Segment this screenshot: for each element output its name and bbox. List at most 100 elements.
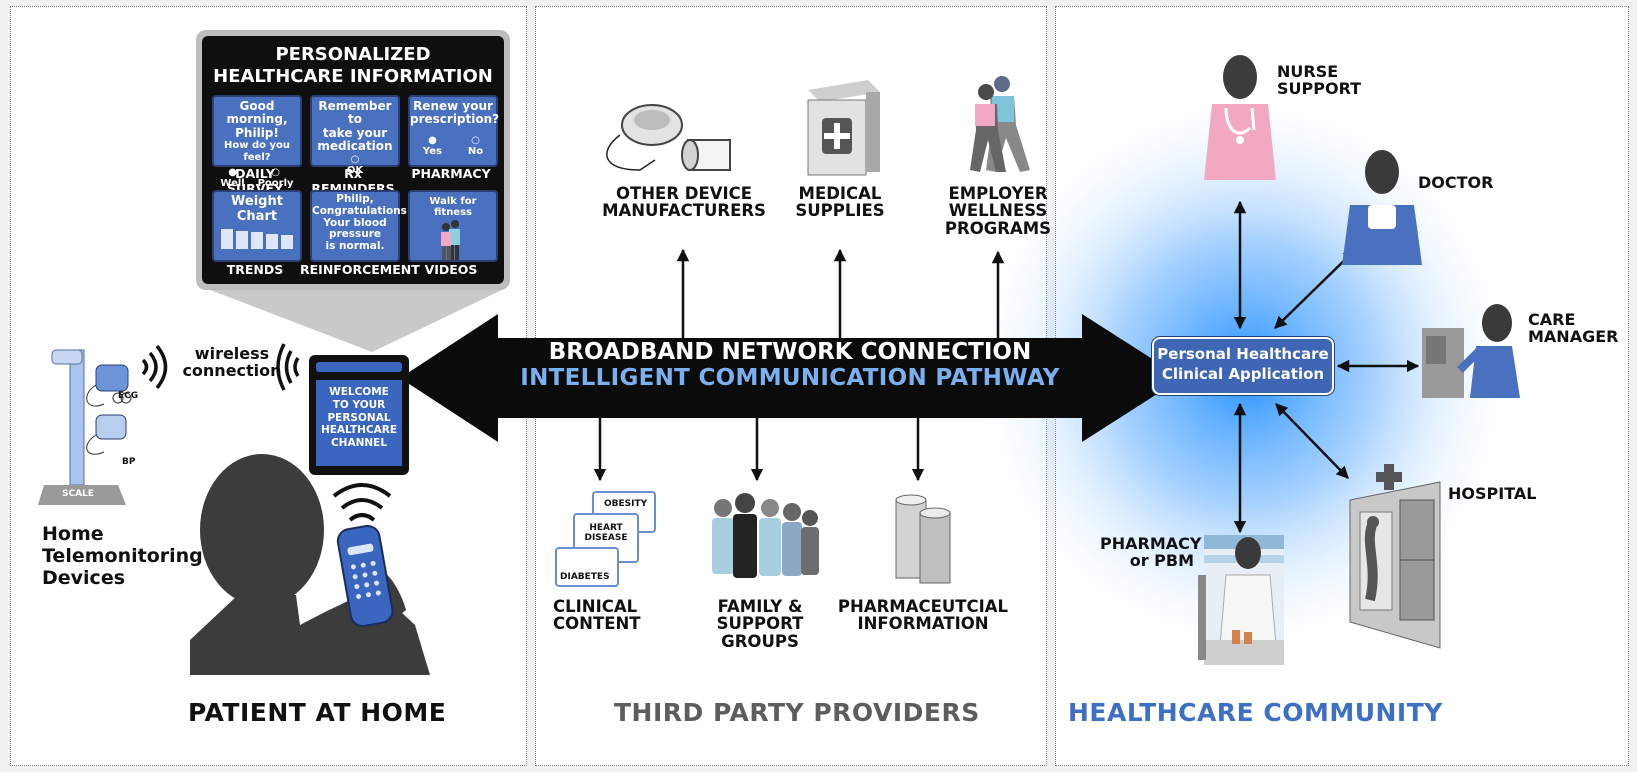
label-nurse-support: NURSE SUPPORT: [1277, 62, 1362, 98]
patient-silhouette: [190, 454, 430, 675]
option-well[interactable]: ●Well: [220, 166, 245, 189]
home-devices-illustration: [38, 349, 132, 505]
label-employer-wellness: EMPLOYER WELLNESS PROGRAMS: [930, 184, 1066, 238]
wireless-label-line1: wireless: [194, 344, 270, 363]
card-text: Chart: [236, 208, 278, 224]
care-manager-figure-icon: [1422, 304, 1520, 398]
card-pharmacy[interactable]: Renew your prescription? ●Yes ○No: [408, 95, 499, 167]
remote-control: [336, 524, 394, 627]
device-screen-line: HEALTHCARE: [320, 424, 398, 437]
card-text: Remember to: [318, 99, 392, 127]
label-family-support: FAMILY & SUPPORT GROUPS: [700, 597, 820, 651]
card-videos[interactable]: Walk for fitness: [408, 190, 498, 262]
device-screen-text: WELCOME TO YOUR PERSONAL HEALTHCARE CHAN…: [316, 386, 402, 450]
label-line: PHARMACEUTCIAL: [837, 597, 1009, 616]
network-arrow: [400, 314, 1182, 442]
label-line: FAMILY &: [717, 597, 803, 616]
card-text: Philip!: [235, 125, 279, 140]
doc-line: HEART: [589, 523, 623, 533]
ecg-label: ECG: [118, 391, 139, 401]
device-illustration: [606, 104, 731, 171]
doc-diabetes: DIABETES: [560, 572, 610, 582]
option-no[interactable]: ○No: [467, 134, 484, 158]
section-third-party-providers: THIRD PARTY PROVIDERS: [614, 698, 980, 727]
label-hospital: HOSPITAL: [1448, 484, 1537, 503]
device-screen-line: TO YOUR: [332, 398, 386, 411]
card-text: Your blood: [323, 216, 387, 229]
tv-title-line1: PERSONALIZED: [275, 44, 431, 65]
doc-heart-disease: HEART DISEASE: [574, 523, 638, 543]
doctor-figure-icon: [1342, 150, 1422, 265]
label-line: CLINICAL: [553, 597, 638, 616]
home-devices-line1: Home: [42, 523, 104, 545]
tv-title: PERSONALIZED HEALTHCARE INFORMATION: [202, 44, 504, 87]
label-line: MANAGER: [1528, 326, 1619, 346]
hospital-building-icon: [1349, 464, 1441, 649]
home-devices-line2: Telemonitoring: [42, 544, 203, 567]
label-line: OTHER DEVICE: [615, 184, 753, 203]
caption-reinforcement: REINFORCEMENT: [300, 262, 420, 277]
network-title: BROADBAND NETWORK CONNECTION: [548, 339, 1032, 365]
medical-box-icon: [807, 80, 880, 176]
device-screen-line: CHANNEL: [330, 437, 388, 450]
label-pharmacy-pbm: PHARMACY or PBM: [1100, 534, 1202, 570]
card-rx-reminders[interactable]: Remember to take your medication ○OK: [310, 95, 400, 176]
section-patient-at-home: PATIENT AT HOME: [188, 698, 447, 727]
home-devices-label: Home Telemonitoring Devices: [42, 523, 203, 590]
label-line: or PBM: [1129, 550, 1194, 570]
card-text: Renew your: [413, 99, 493, 113]
label-pharmaceutical-info: PHARMACEUTCIAL INFORMATION: [828, 598, 1018, 633]
card-text: Walk for fitness: [429, 196, 477, 219]
label-line: SUPPLIES: [795, 201, 885, 221]
family-group-icon: [712, 493, 819, 578]
label-line: MEDICAL: [798, 184, 882, 203]
label-line: PHARMACY: [1100, 534, 1202, 553]
wireless-label: wireless connection: [180, 344, 284, 380]
link-hospital: [1275, 403, 1349, 479]
scale-label: SCALE: [62, 489, 94, 499]
card-trends[interactable]: Weight Chart: [212, 190, 302, 262]
label-device-manufacturers: OTHER DEVICE MANUFACTURERS: [586, 185, 782, 220]
home-devices-line3: Devices: [42, 566, 126, 589]
video-walkers-icon: [441, 220, 460, 261]
label-line: PROGRAMS: [944, 218, 1052, 238]
card-reinforcement[interactable]: Philip, Congratulations! Your blood pres…: [310, 190, 412, 262]
card-text: medication: [317, 139, 393, 154]
link-doctor: [1274, 249, 1356, 329]
clinical-documents-icon: [555, 491, 656, 587]
app-line2: Clinical Application: [1161, 365, 1325, 384]
doc-obesity: OBESITY: [604, 499, 648, 509]
device-screen-line: PERSONAL: [327, 411, 391, 424]
label-line: WELLNESS: [948, 201, 1048, 221]
label-line: CARE: [1528, 310, 1576, 329]
label-line: CONTENT: [553, 614, 641, 634]
card-text: Congratulations!: [312, 204, 412, 217]
tv-title-line2: HEALTHCARE INFORMATION: [213, 65, 493, 87]
clinical-application-box[interactable]: Personal Healthcare Clinical Application: [1152, 337, 1334, 395]
wireless-signal-icon: [141, 343, 300, 391]
label-line: INFORMATION: [857, 614, 989, 634]
wireless-label-line2: connection: [182, 360, 282, 380]
section-healthcare-community: HEALTHCARE COMMUNITY: [1068, 698, 1443, 727]
label-line: NURSE: [1277, 62, 1339, 81]
label-line: EMPLOYER: [948, 184, 1048, 203]
label-care-manager: CARE MANAGER: [1528, 310, 1619, 346]
option-ok[interactable]: ○OK: [346, 153, 364, 176]
card-text: Philip,: [336, 193, 374, 205]
card-text: is normal.: [325, 240, 385, 252]
card-text: take your: [322, 125, 388, 140]
option-poorly[interactable]: ○Poorly: [257, 166, 294, 189]
wellness-walkers-icon: [970, 76, 1030, 172]
caption-trends: TRENDS: [226, 262, 284, 277]
label-line: SUPPORT: [1277, 78, 1362, 98]
network-subtitle: INTELLIGENT COMMUNICATION PATHWAY: [520, 365, 1060, 391]
pharmacist-figure-icon: [1198, 535, 1284, 665]
caption-videos: VIDEOS: [424, 262, 478, 277]
label-line: MANUFACTURERS: [602, 201, 766, 221]
card-text: pressure: [328, 228, 382, 241]
option-yes[interactable]: ●Yes: [422, 134, 442, 158]
card-daily-survey[interactable]: Good morning, Philip! How do you feel? ●…: [212, 95, 302, 189]
pill-bottles-icon: [895, 494, 951, 584]
label-line: SUPPORT: [716, 614, 804, 634]
